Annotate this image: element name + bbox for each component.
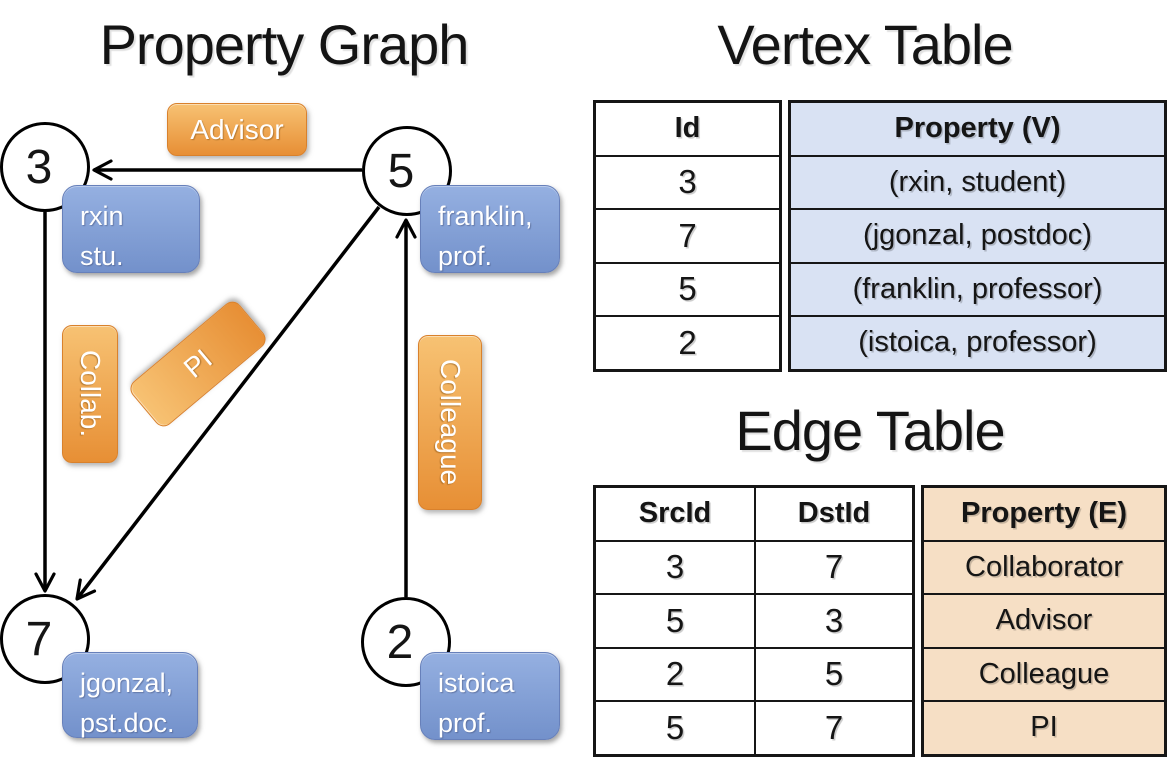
vertex-table-title: Vertex Table [717, 13, 1013, 76]
vertex-table-header-property: Property (V) [791, 103, 1164, 155]
edge-row-dstid: 5 [754, 648, 912, 700]
edge-label-colleague-text: Colleague [435, 359, 466, 486]
edge-label-pi-text: PI [177, 343, 218, 384]
node-3-id: 3 [25, 140, 53, 194]
edge-table-header-property: Property (E) [924, 488, 1164, 540]
edge-table-header-srcid: SrcId [638, 497, 712, 530]
vertex-5-name: franklin, [438, 201, 533, 231]
edge-row-property: Colleague [924, 648, 1164, 700]
node-2-id: 2 [386, 615, 414, 669]
vertex-table: Id 3 7 5 2 Property (V) (rxin, student) … [593, 100, 1167, 372]
vertex-7-name: jgonzal, [80, 668, 174, 698]
vertex-row-property: (jgonzal, postdoc) [791, 210, 1164, 262]
edge-row-property: PI [924, 702, 1164, 754]
edge-label-colleague: Colleague [418, 335, 482, 510]
vertex-row-property: (rxin, student) [791, 156, 1164, 208]
vertex-row-property: (franklin, professor) [791, 263, 1164, 315]
edge-row-srcid: 5 [665, 708, 685, 746]
edge-table-title: Edge Table [735, 399, 1005, 462]
edge-table: SrcId DstId 3 7 5 3 2 5 5 7 Property (E)… [593, 485, 1167, 757]
vertex-2-name: istoica [438, 668, 515, 698]
vertex-property-box-7: jgonzal, pst.doc. [62, 652, 198, 738]
vertex-row-id: 3 [678, 163, 697, 201]
vertex-3-name: rxin [80, 201, 124, 231]
edge-table-header-dstid: DstId [754, 488, 912, 540]
edge-row-dstid: 7 [754, 702, 912, 754]
edge-label-advisor: Advisor [167, 103, 307, 156]
edge-label-advisor-text: Advisor [190, 113, 284, 145]
vertex-property-box-2: istoica prof. [420, 652, 560, 740]
edge-row-srcid: 3 [665, 548, 685, 586]
vertex-2-role: prof. [438, 708, 493, 738]
vertex-3-role: stu. [80, 241, 124, 271]
edge-label-collaborator: Collab. [62, 325, 118, 463]
graph-edges [34, 159, 417, 601]
vertex-property-box-5: franklin, prof. [420, 185, 560, 273]
vertex-row-property: (istoica, professor) [791, 317, 1164, 369]
node-5-id: 5 [387, 144, 415, 198]
edge-row-property: Advisor [924, 595, 1164, 647]
edge-row-dstid: 7 [754, 541, 912, 593]
vertex-property-box-3: rxin stu. [62, 185, 200, 273]
edge-row-srcid: 2 [665, 655, 685, 693]
edge-label-collab-text: Collab. [75, 350, 106, 438]
node-7-id: 7 [25, 612, 53, 666]
vertex-row-id: 7 [678, 216, 697, 254]
graph-node-5: 5 [362, 126, 452, 216]
vertex-5-role: prof. [438, 241, 493, 271]
vertex-row-id: 5 [678, 270, 697, 308]
edge-table-property-column: Property (E) Collaborator Advisor Collea… [921, 485, 1167, 757]
edge-row-srcid: 5 [665, 601, 685, 639]
vertex-row-id: 2 [678, 323, 697, 361]
vertex-7-role: pst.doc. [80, 708, 175, 738]
edge-table-id-columns: SrcId DstId 3 7 5 3 2 5 5 7 [593, 485, 915, 757]
vertex-table-id-column: Id 3 7 5 2 [593, 100, 782, 372]
property-graph-title: Property Graph [99, 13, 470, 76]
vertex-table-property-column: Property (V) (rxin, student) (jgonzal, p… [788, 100, 1167, 372]
edge-row-property: Collaborator [924, 541, 1164, 593]
vertex-table-header-id: Id [674, 112, 701, 145]
edge-line-5-to-7 [75, 205, 381, 601]
edge-row-dstid: 3 [754, 595, 912, 647]
graph-node-2: 2 [361, 597, 451, 687]
